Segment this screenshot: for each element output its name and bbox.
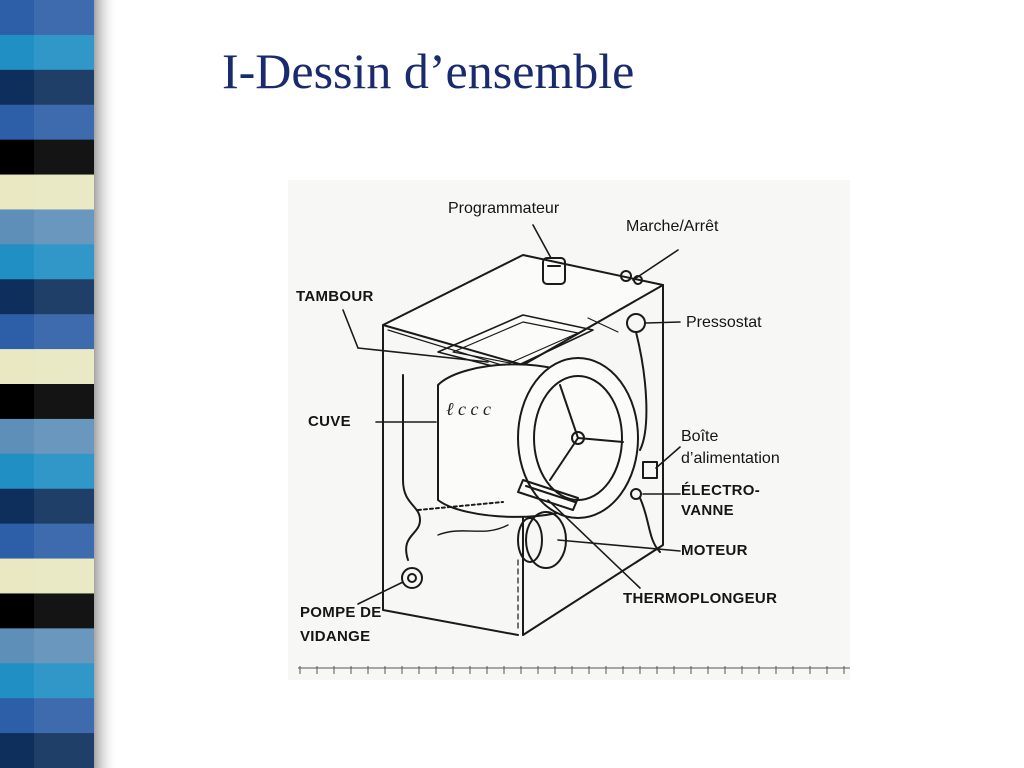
stripe-highlight: [34, 0, 94, 768]
label-boite-line2: d’alimentation: [681, 450, 780, 467]
leader-pressostat: [645, 321, 681, 324]
stripe-block: [0, 34, 94, 71]
stripe-block: [0, 104, 94, 141]
stripe-block: [0, 663, 94, 699]
drain-pump-shape: [401, 567, 423, 589]
supply-box-shape: [642, 461, 658, 479]
label-pompe-line2: VIDANGE: [300, 628, 371, 645]
leader-tambour-a: [342, 309, 359, 349]
stripe-block: [0, 0, 94, 36]
leader-programmateur: [532, 224, 552, 259]
label-electrovanne-line2: VANNE: [681, 502, 734, 519]
stripe-block: [0, 488, 94, 525]
label-marche-arret: Marche/Arrêt: [626, 218, 719, 235]
washing-machine-diagram: ℓ c c c: [288, 180, 850, 680]
stripe-block: [0, 384, 94, 420]
label-boite-line1: Boîte: [681, 428, 719, 445]
label-thermoplongeur: THERMOPLONGEUR: [623, 590, 778, 607]
leader-marche-arret: [632, 249, 679, 281]
label-cuve: CUVE: [308, 413, 351, 430]
label-programmateur: Programmateur: [448, 200, 560, 217]
label-tambour: TAMBOUR: [296, 288, 374, 305]
decorative-stripe-bar: [0, 0, 118, 768]
label-moteur: MOTEUR: [681, 542, 748, 559]
stripe-block: [0, 244, 94, 280]
stripe-block: [0, 593, 94, 629]
cabinet-front-edge: [382, 324, 519, 636]
label-pressostat: Pressostat: [686, 314, 762, 331]
cabinet-top: [382, 254, 664, 366]
stripe-block: [0, 174, 94, 210]
leader-thermoplongeur: [547, 499, 641, 589]
leader-moteur: [557, 539, 681, 552]
stripe-block: [0, 279, 94, 315]
stripe-block: [0, 628, 94, 664]
electrovalve-shape: [630, 488, 642, 500]
stripe-block: [0, 733, 94, 768]
heater-element: [517, 479, 579, 511]
drain-hose: [402, 374, 421, 561]
leader-pompe: [357, 581, 404, 605]
stripe-block: [0, 349, 94, 385]
stripe-block: [0, 69, 94, 106]
leader-boite: [655, 446, 681, 469]
svg-text:ℓ c c c: ℓ c c c: [446, 399, 491, 419]
stripe-block: [0, 558, 94, 594]
programmer-knob: [542, 257, 566, 285]
stripe-block: [0, 209, 94, 245]
stripe-block: [0, 453, 94, 490]
slide-title: I-Dessin d’ensemble: [222, 43, 635, 99]
leader-tambour-b: [357, 347, 489, 363]
washing-machine-drawing: ℓ c c c: [298, 224, 850, 674]
label-electrovanne-line1: ÉLECTRO-: [681, 482, 761, 499]
pressostat-shape: [626, 313, 646, 333]
on-off-switch: [620, 270, 632, 282]
stripe-block: [0, 139, 94, 176]
stripe-block: [0, 314, 94, 350]
label-pompe-line1: POMPE DE: [300, 604, 382, 621]
stripe-block: [0, 698, 94, 734]
cabinet-right-edge: [522, 284, 664, 636]
stripe-block: [0, 523, 94, 560]
stripe-block: [0, 418, 94, 455]
